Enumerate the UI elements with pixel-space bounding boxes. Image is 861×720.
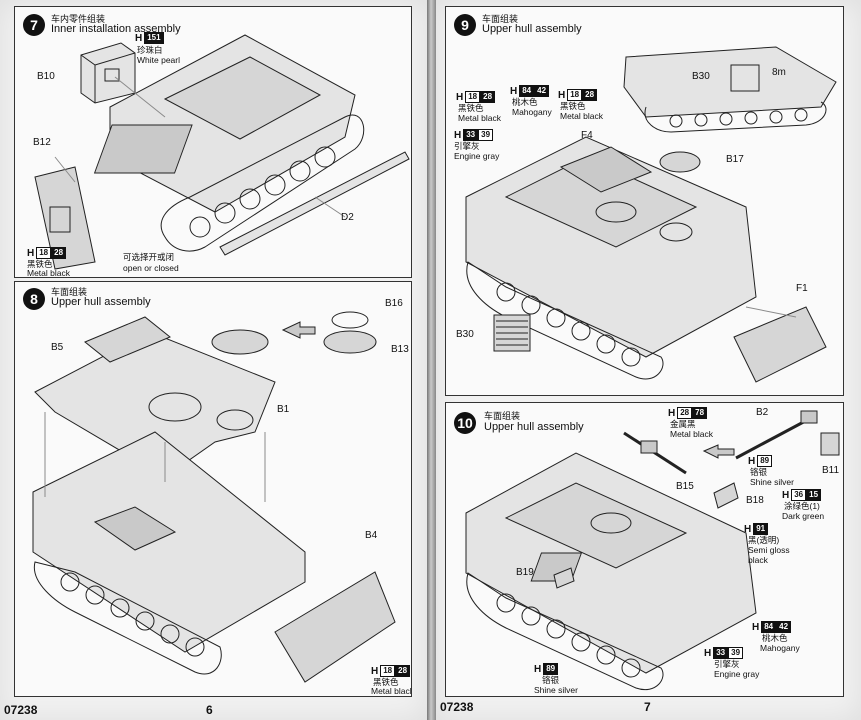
part-label-b30: B30	[456, 329, 474, 340]
part-label-b19: B19	[516, 567, 534, 578]
part-label-b17: B17	[726, 154, 744, 165]
step-7-title-cn: 车内零件组装	[51, 14, 106, 24]
step-9-title: Upper hull assembly	[482, 23, 582, 35]
left-product-code: 07238	[4, 703, 38, 717]
step-10-title-cn: 车面组装	[484, 411, 521, 421]
step-9-panel: 9 车面组装 Upper hull assembly B30 8m F4 B17…	[445, 6, 844, 396]
part-label-b18: B18	[746, 495, 764, 506]
paint-cn-10d: 黑(透明)	[748, 535, 780, 545]
paint-en-10f: Engine gray	[714, 669, 760, 679]
step-9-title-cn: 车面组装	[482, 14, 519, 24]
part-label-b16: B16	[385, 298, 403, 309]
step-10-number: 10	[454, 412, 476, 434]
left-page-number: 6	[206, 703, 213, 717]
paint-cn-9d: 引擎灰	[454, 141, 480, 151]
paint-en-10d: Semi gloss black	[748, 545, 790, 565]
paint-cn-10f: 引擎灰	[714, 659, 740, 669]
paint-en-9c: Metal black	[560, 111, 603, 121]
paint-en-10c: Dark green	[782, 511, 825, 521]
paint-cn-metal-black-2: 黑铁色	[373, 677, 399, 687]
step-7-diagram	[34, 34, 410, 270]
paint-cn-10g: 铬银	[542, 675, 560, 685]
part-label-b30-ref: B30	[692, 71, 710, 82]
paint-cn-9c: 黑铁色	[560, 101, 586, 111]
note-en: open or closed	[123, 263, 179, 273]
paint-en-9d: Engine gray	[454, 151, 500, 161]
paint-cn-9b: 桃木色	[512, 97, 538, 107]
part-label-b1: B1	[277, 404, 290, 415]
step-9-diagram	[465, 46, 837, 383]
paint-en-10a: Metal black	[670, 429, 713, 439]
note-cn: 可选择开或闭	[123, 252, 175, 262]
step-8-title-cn: 车面组装	[51, 287, 88, 297]
step-10-title: Upper hull assembly	[484, 421, 584, 433]
part-label-f1: F1	[796, 283, 808, 294]
right-page-number: 7	[644, 700, 651, 714]
right-product-code: 07238	[440, 700, 474, 714]
step-8-panel: 8 车面组装 Upper hull assembly B5 B16 B13 B1…	[14, 281, 412, 697]
part-label-b11: B11	[822, 465, 840, 476]
step-8-diagram	[32, 311, 396, 683]
paint-cn-white-pearl: 珍珠白	[137, 45, 163, 55]
paint-cn-10a: 金属黑	[670, 419, 696, 429]
paint-cn-10e: 桃木色	[762, 633, 788, 643]
paint-en-white-pearl: White pearl	[137, 55, 180, 65]
step-10-diagram	[465, 410, 840, 691]
step-7-panel: 7 车内零件组装 Inner installation assembly B10…	[14, 6, 412, 278]
step-9-number: 9	[454, 14, 476, 36]
part-label-b10: B10	[37, 71, 55, 82]
part-label-b15: B15	[676, 481, 694, 492]
paint-en-10b: Shine silver	[750, 477, 794, 487]
paint-en-metal-black-2: Metal black	[371, 686, 412, 696]
step-10-panel: 10 车面组装 Upper hull assembly B2 B11 B15 B…	[445, 402, 844, 697]
book-spine	[427, 0, 436, 720]
paint-en-9b: Mahogany	[512, 107, 552, 117]
part-label-b4: B4	[365, 530, 378, 541]
paint-cn-metal-black: 黑铁色	[27, 259, 53, 269]
step-8-title: Upper hull assembly	[51, 296, 151, 308]
step-8-number: 8	[23, 288, 45, 310]
part-label-b5: B5	[51, 342, 64, 353]
part-label-b2: B2	[756, 407, 769, 418]
part-label-f4: F4	[581, 130, 593, 141]
paint-en-10g: Shine silver	[534, 685, 578, 695]
paint-en-10e: Mahogany	[760, 643, 800, 653]
part-label-b12: B12	[33, 137, 51, 148]
part-label-b13: B13	[391, 344, 409, 355]
paint-cn-10b: 铬银	[750, 467, 768, 477]
marking-8m: 8m	[772, 67, 786, 78]
paint-cn-9a: 黑铁色	[458, 103, 484, 113]
step-7-number: 7	[23, 14, 45, 36]
paint-en-9a: Metal black	[458, 113, 501, 123]
part-label-d2: D2	[341, 212, 354, 223]
paint-cn-10c: 涂绿色(1)	[784, 501, 820, 511]
paint-en-metal-black: Metal black	[27, 268, 70, 278]
